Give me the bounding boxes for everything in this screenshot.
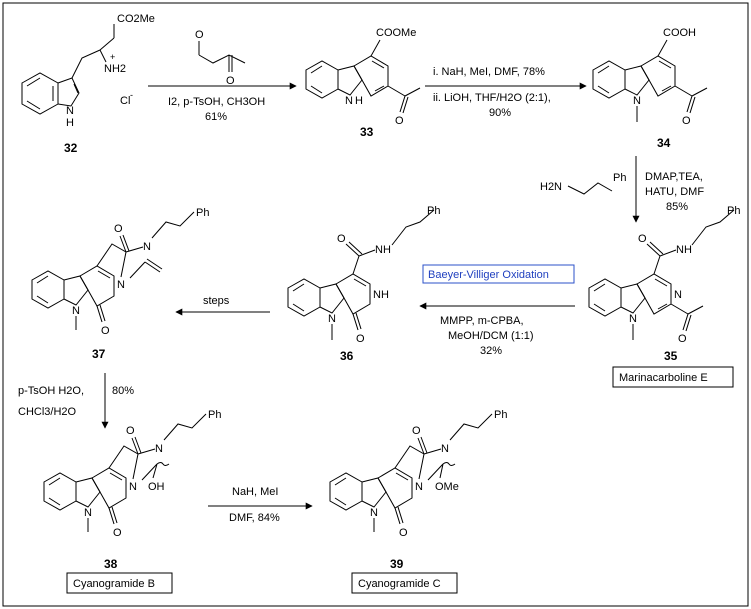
imide-o-top: O <box>114 223 123 235</box>
ester-label: CO2Me <box>117 13 155 25</box>
ammonium-charge: + <box>110 52 115 62</box>
compound-number: 33 <box>360 125 374 139</box>
lactam-o: O <box>356 333 365 345</box>
phenyl-label: Ph <box>196 207 209 219</box>
lactam-o: O <box>113 527 122 539</box>
arrow-7-above: NaH, MeI <box>232 486 278 498</box>
lactam-nh: NH <box>373 289 389 301</box>
ketone-o: O <box>682 115 691 127</box>
indole-n-label: N <box>84 507 92 519</box>
lactam-o: O <box>399 527 408 539</box>
amide-nh: NH <box>375 244 391 256</box>
indole-n-label: N <box>328 313 336 325</box>
compound-35-name: Marinacarboline E <box>619 372 708 384</box>
highlight-label: Baeyer-Villiger Oxidation <box>428 269 549 281</box>
indole-n-label: N <box>345 95 353 107</box>
amine-h2n: H2N <box>540 181 562 193</box>
compound-35: O NH Ph N N O 35 <box>588 205 740 363</box>
compound-number: 39 <box>390 557 404 571</box>
compound-39: O N Ph N OMe N O 39 <box>329 409 507 571</box>
compound-number: 32 <box>64 141 78 155</box>
indole-n-label: N <box>633 95 641 107</box>
aldehyde-o: O <box>195 29 204 41</box>
compound-39-name: Cyanogramide C <box>358 578 441 590</box>
imide-o-top: O <box>412 425 421 437</box>
ring-n: N <box>129 481 137 493</box>
compound-32: CO2Me NH2 + Cl - N H 32 <box>21 13 155 155</box>
indole-n-label: N <box>370 507 378 519</box>
arrow-2-step-1: i. NaH, MeI, DMF, 78% <box>433 66 545 78</box>
arrow-6-line-1: p-TsOH H2O, <box>18 385 84 397</box>
arrow-3-line-1: DMAP,TEA, <box>645 171 703 183</box>
lactam-o: O <box>101 325 110 337</box>
arrow-4-yield: 32% <box>480 345 502 357</box>
indole-h-label: H <box>355 95 363 107</box>
ketone-o: O <box>226 75 235 87</box>
imide-o-top: O <box>126 425 135 437</box>
arrow-1-yield: 61% <box>205 111 227 123</box>
arrow-6-yield: 80% <box>112 385 134 397</box>
arrow-2-step-2: ii. LiOH, THF/H2O (2:1), <box>433 92 551 104</box>
arrow-3-line-2: HATU, DMF <box>645 186 704 198</box>
compound-37: O N Ph N N O 37 <box>31 207 209 361</box>
compound-number: 38 <box>104 557 118 571</box>
arrow-4-line-1: MMPP, m-CPBA, <box>440 315 524 327</box>
compound-number: 35 <box>664 349 678 363</box>
compound-38: O N Ph N OH N O 38 <box>43 409 221 571</box>
name-box-35 <box>612 366 734 388</box>
imide-n: N <box>143 241 151 253</box>
methoxy-label: OMe <box>435 481 459 493</box>
arrow-6-line-2: CHCl3/H2O <box>18 406 77 418</box>
arrow-4-line-2: MeOH/DCM (1:1) <box>448 330 534 342</box>
hydroxyl-label: OH <box>148 481 165 493</box>
imide-n: N <box>441 443 449 455</box>
pyridine-n: N <box>674 289 682 301</box>
arrow-3-yield: 85% <box>666 201 688 213</box>
amide-nh: NH <box>676 244 692 256</box>
arrow-2-yield: 90% <box>489 107 511 119</box>
phenyl-label: Ph <box>208 409 221 421</box>
compound-36: O NH Ph NH N O 36 <box>287 205 440 363</box>
counterion-charge: - <box>130 90 133 100</box>
indole-n-label: N <box>72 305 80 317</box>
name-box-38 <box>66 572 173 594</box>
compound-33: COOMe N H O 33 <box>305 27 421 139</box>
phenethylamine-reagent: H2N Ph <box>540 172 626 195</box>
amine-ph: Ph <box>613 172 626 184</box>
ester-label: COOMe <box>376 27 416 39</box>
compound-number: 37 <box>92 347 106 361</box>
ammonium-label: NH2 <box>104 63 126 75</box>
indole-n-label: N <box>629 313 637 325</box>
compound-number: 36 <box>340 349 354 363</box>
arrow-5-label: steps <box>203 295 230 307</box>
arrow-1-conditions: I2, p-TsOH, CH3OH <box>168 96 265 108</box>
amide-o: O <box>337 233 346 245</box>
ketone-o: O <box>395 115 404 127</box>
ketone-o: O <box>678 333 687 345</box>
phenyl-label: Ph <box>727 205 740 217</box>
indole-n-label: N <box>66 105 74 117</box>
phenyl-label: Ph <box>427 205 440 217</box>
indole-h-label: H <box>66 117 74 129</box>
compound-34: COOH N O 34 <box>592 27 708 150</box>
ring-n: N <box>415 481 423 493</box>
arrow-7-below: DMF, 84% <box>229 512 280 524</box>
highlight-box <box>422 264 575 284</box>
compound-38-name: Cyanogramide B <box>73 578 155 590</box>
acid-label: COOH <box>663 27 696 39</box>
amide-o: O <box>638 233 647 245</box>
phenyl-label: Ph <box>494 409 507 421</box>
counterion-label: Cl <box>120 95 130 107</box>
name-box-39 <box>351 572 458 594</box>
methylglyoxal-reagent: O O <box>195 29 246 87</box>
imide-n: N <box>155 443 163 455</box>
compound-number: 34 <box>657 136 671 150</box>
ring-n: N <box>117 279 125 291</box>
